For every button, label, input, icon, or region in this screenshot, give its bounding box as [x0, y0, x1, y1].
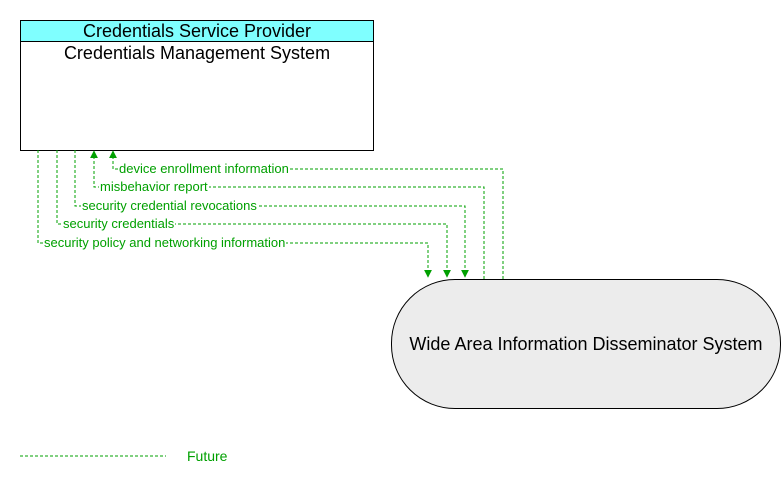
flow-line-device-enrollment [109, 150, 504, 279]
flow-label-credential-revocations: security credential revocations [81, 198, 258, 213]
flow-line-security-credentials [56, 150, 451, 278]
system-title: Credentials Management System [63, 43, 331, 63]
flow-label-misbehavior-report: misbehavior report [99, 179, 209, 194]
legend-future-label: Future [187, 448, 228, 464]
flow-label-device-enrollment: device enrollment information [118, 161, 290, 176]
stakeholder-header: Credentials Service Provider [21, 21, 373, 42]
system-name: Wide Area Information Disseminator Syste… [409, 334, 763, 354]
flow-label-security-credentials: security credentials [62, 216, 176, 231]
flow-label-security-policy: security policy and networking informati… [43, 235, 287, 250]
flow-line-misbehavior-report [90, 150, 485, 279]
credentials-management-system-box[interactable]: Credentials Service Provider Credentials… [20, 20, 374, 151]
flow-line-credential-revocations [74, 150, 469, 278]
wide-area-information-disseminator-box[interactable]: Wide Area Information Disseminator Syste… [391, 279, 781, 409]
